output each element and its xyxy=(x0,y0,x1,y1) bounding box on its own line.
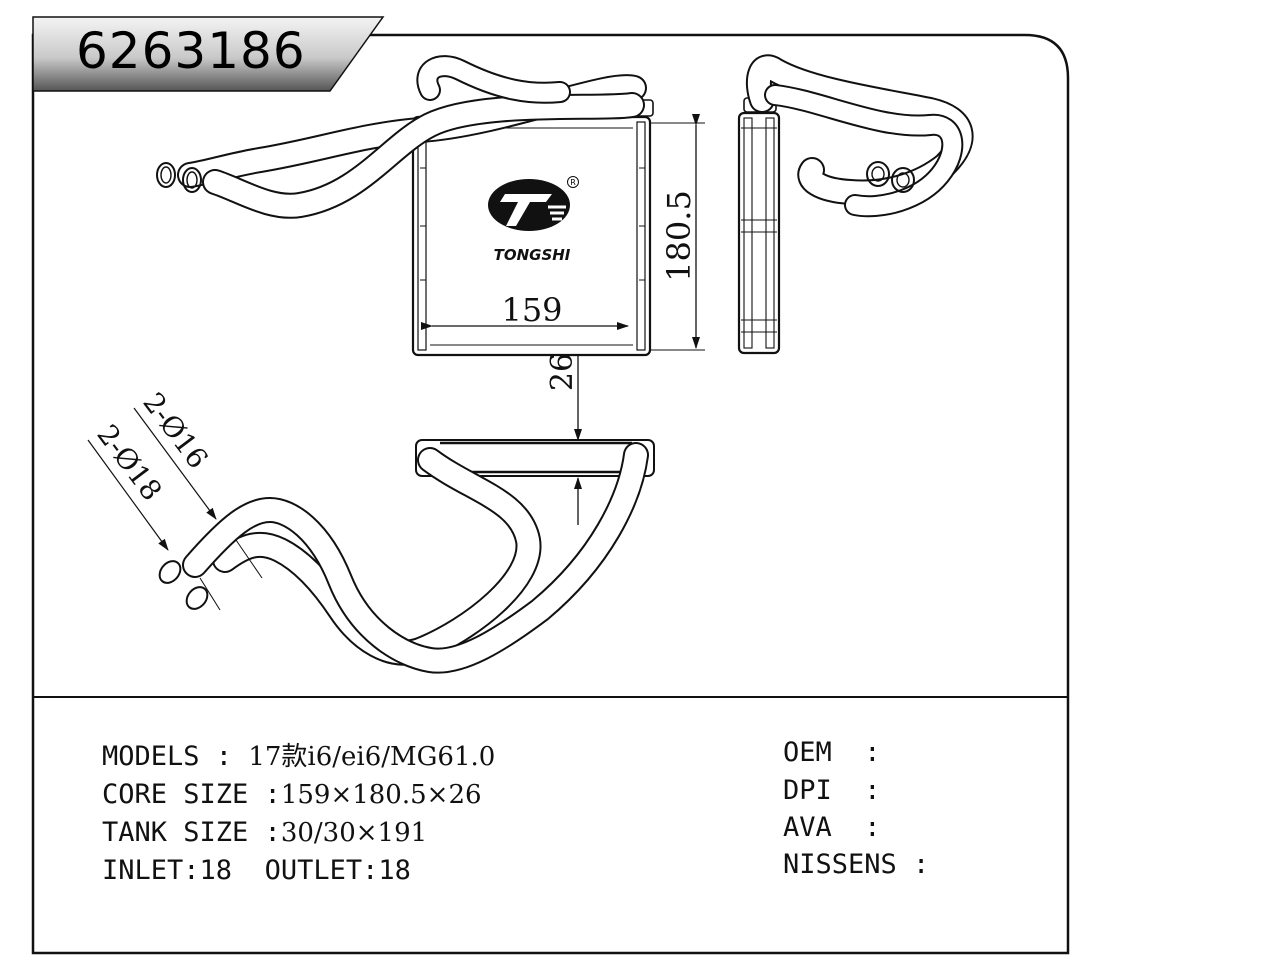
models-value: 17款i6/ei6/MG61.0 xyxy=(248,742,496,772)
depth-dimension-label: 26 xyxy=(545,353,580,391)
front-view xyxy=(156,55,654,357)
outer-frame xyxy=(31,33,1070,955)
inlet-value: 18 xyxy=(199,855,233,886)
oem-ref: OEM : xyxy=(783,737,881,768)
tank-size-row: TANK SIZE :30/30×191 xyxy=(102,817,427,849)
models-row: MODELS : 17款i6/ei6/MG61.0 xyxy=(102,741,495,773)
nissens-ref: NISSENS : xyxy=(783,849,930,880)
outlet-value: 18 xyxy=(378,855,411,886)
outlet-label: OUTLET: xyxy=(264,855,379,886)
core-size-label: CORE SIZE : xyxy=(102,779,281,810)
models-label: MODELS : xyxy=(102,741,249,772)
part-number: 6263186 xyxy=(76,22,306,80)
core-size-row: CORE SIZE :159×180.5×26 xyxy=(102,779,482,811)
side-view xyxy=(737,54,974,355)
registered-mark: R xyxy=(570,178,576,187)
inlet-label: INLET: xyxy=(102,855,200,886)
brand-name: TONGSHI xyxy=(494,246,571,264)
top-view xyxy=(158,439,655,674)
ava-ref: AVA : xyxy=(783,812,881,843)
tongshi-logo-icon: R xyxy=(488,176,579,231)
dpi-ref: DPI : xyxy=(783,775,881,806)
inlet-outlet-row: INLET:18 OUTLET:18 xyxy=(102,855,411,887)
tank-size-value: 30/30×191 xyxy=(280,818,428,848)
height-dimension-label: 180.5 xyxy=(660,190,698,282)
width-dimension-label: 159 xyxy=(501,291,562,329)
header-tab xyxy=(32,16,385,92)
core-size-value: 159×180.5×26 xyxy=(280,780,482,810)
tank-size-label: TANK SIZE : xyxy=(102,817,281,848)
